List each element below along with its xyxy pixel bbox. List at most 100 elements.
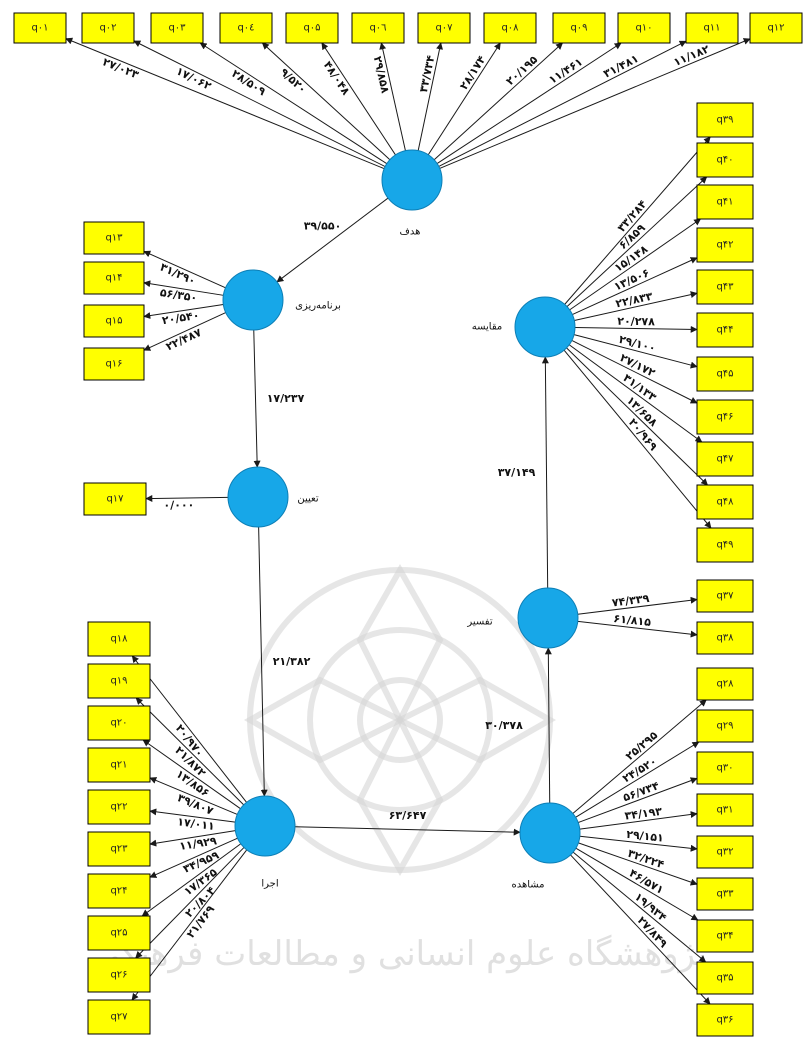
ejra-box-3-label: q۲۰ [110, 718, 127, 729]
moshahede-box-1: q۲۸ [696, 667, 754, 701]
plan-box-4-rect [83, 347, 145, 381]
node-barnamerizi [222, 269, 284, 331]
hadaf-box-11-label: q۱۱ [703, 23, 720, 34]
moghayese-box-10-label: q۴۸ [716, 497, 734, 508]
node-moghayese [514, 296, 576, 358]
ejra-box-10-rect [87, 999, 151, 1035]
node-label-tafsir: تفسیر [466, 617, 493, 628]
moshahede-box-5-label: q۳۲ [716, 847, 733, 858]
moshahede-edge-9 [570, 854, 711, 1005]
moshahede-box-4-rect [696, 793, 754, 827]
ejra-box-10-label: q۲۷ [110, 1012, 128, 1023]
moshahede-box-6-label: q۳۳ [716, 889, 734, 900]
moghayese-edge-10 [566, 347, 709, 486]
path-barnamerizi_tayin [253, 329, 261, 468]
hadaf-box-10: q۱۰ [617, 12, 671, 44]
ejra-box-1: q۱۸ [87, 621, 151, 657]
watermark-emblem [243, 563, 557, 877]
node-tafsir [517, 587, 579, 649]
moghayese-box-8-label: q۴۶ [716, 412, 733, 423]
ejra-box-8-label: q۲۵ [110, 928, 127, 939]
hadaf-loading-2: ۱۷/۰۶۲ [174, 64, 214, 93]
moghayese-edge-7 [573, 334, 698, 369]
ejra-box-7-rect [87, 873, 151, 909]
hadaf-box-6-label: q۰٦ [369, 23, 386, 34]
moghayese-box-7-label: q۴۵ [716, 369, 733, 380]
hadaf-box-9-rect [552, 12, 606, 44]
tafsir-box-2-label: q۳۸ [716, 633, 734, 644]
hadaf-box-8-label: q۰۸ [501, 23, 519, 34]
moshahede-box-7-rect [696, 919, 754, 953]
ejra-edge-9 [135, 847, 245, 959]
moghayese-box-1-label: q۳۹ [716, 115, 733, 126]
plan-box-1: q۱۳ [83, 221, 145, 255]
watermark-text: پژوهشگاه علوم انسانی و مطالعات فرهنگی [93, 934, 707, 974]
moghayese-loading-6: ۲۰/۲۷۸ [617, 315, 655, 329]
moghayese-box-5-rect [696, 269, 754, 305]
tafsir-box-2: q۳۸ [696, 621, 754, 655]
ejra-edge-8 [141, 843, 242, 917]
plan-loading-3: ۲۰/۵۴۰ [161, 309, 200, 327]
moghayese-box-3: q۴۱ [696, 184, 754, 220]
hadaf-box-3-rect [150, 12, 204, 44]
ejra-box-6: q۲۳ [87, 831, 151, 867]
hadaf-box-5: q۰۵ [285, 12, 339, 44]
moshahede-box-2: q۲۹ [696, 709, 754, 743]
path-coef-ejra_moshahede: ۶۳/۶۴۷ [389, 809, 427, 822]
moghayese-loading-8: ۲۷/۱۷۲ [618, 351, 658, 380]
plan-edge-2 [143, 280, 224, 296]
path-tafsir_moghayese [541, 356, 549, 589]
ejra-loading-6: ۱۱/۹۲۹ [178, 834, 217, 853]
moshahede-box-8-label: q۳۵ [716, 973, 733, 984]
hadaf-box-4: q۰٤ [219, 12, 273, 44]
moghayese-edge-2 [566, 176, 708, 307]
hadaf-box-1: q۰۱ [13, 12, 67, 44]
hadaf-box-8: q۰۸ [483, 12, 537, 44]
hadaf-edge-8 [427, 42, 501, 156]
moghayese-box-9: q۴۷ [696, 441, 754, 477]
moshahede-box-6: q۳۳ [696, 877, 754, 911]
hadaf-edge-4 [261, 42, 391, 161]
moghayese-box-2-label: q۴۰ [716, 155, 733, 166]
ejra-box-6-label: q۲۳ [110, 844, 128, 855]
moshahede-box-9-label: q۳۶ [716, 1015, 733, 1026]
ejra-box-4-rect [87, 747, 151, 783]
moshahede-edge-3 [577, 777, 698, 824]
tayin-loading-1: ۰/۰۰۰ [163, 498, 194, 511]
moghayese-box-8: q۴۶ [696, 399, 754, 435]
moghayese-box-4-label: q۴۲ [716, 240, 733, 251]
ejra-loading-4: ۳۹/۸۰۷ [175, 791, 215, 818]
plan-edge-3 [143, 303, 224, 319]
hadaf-loading-3: ۲۸/۵۰۹ [229, 67, 268, 98]
moshahede-box-1-label: q۲۸ [716, 679, 734, 690]
moshahede-box-3-label: q۳۰ [716, 763, 733, 774]
moshahede-box-2-rect [696, 709, 754, 743]
hadaf-edge-2 [133, 40, 386, 168]
moghayese-box-5-label: q۴۳ [716, 282, 734, 293]
tafsir-box-1: q۳۷ [696, 579, 754, 613]
moghayese-box-10-rect [696, 484, 754, 520]
path-coef-tayin_ejra: ۲۱/۳۸۲ [273, 655, 311, 668]
node-label-barnamerizi: برنامه‌ریزی [295, 301, 341, 312]
hadaf-box-6: q۰٦ [351, 12, 405, 44]
hadaf-box-4-rect [219, 12, 273, 44]
moghayese-box-11-label: q۴۹ [716, 540, 733, 551]
hadaf-box-7-rect [417, 12, 471, 44]
ejra-edge-10 [131, 849, 248, 1001]
moshahede-box-3: q۳۰ [696, 751, 754, 785]
ejra-edge-2 [135, 697, 245, 806]
ejra-box-5-rect [87, 789, 151, 825]
hadaf-edge-9 [433, 42, 564, 161]
hadaf-loading-9: ۲۰/۱۹۵ [504, 53, 541, 88]
moshahede-loading-4: ۳۴/۱۹۳ [624, 805, 663, 823]
tayin-box-1: q۱۷ [83, 482, 147, 516]
ejra-box-10: q۲۷ [87, 999, 151, 1035]
path-ejra_moshahede [294, 826, 521, 836]
hadaf-edge-1 [65, 37, 385, 170]
ejra-box-2: q۱۹ [87, 663, 151, 699]
path-tayin_ejra [258, 526, 268, 797]
hadaf-loading-12: ۱۱/۱۸۲ [672, 42, 712, 69]
hadaf-edge-5 [321, 42, 396, 156]
